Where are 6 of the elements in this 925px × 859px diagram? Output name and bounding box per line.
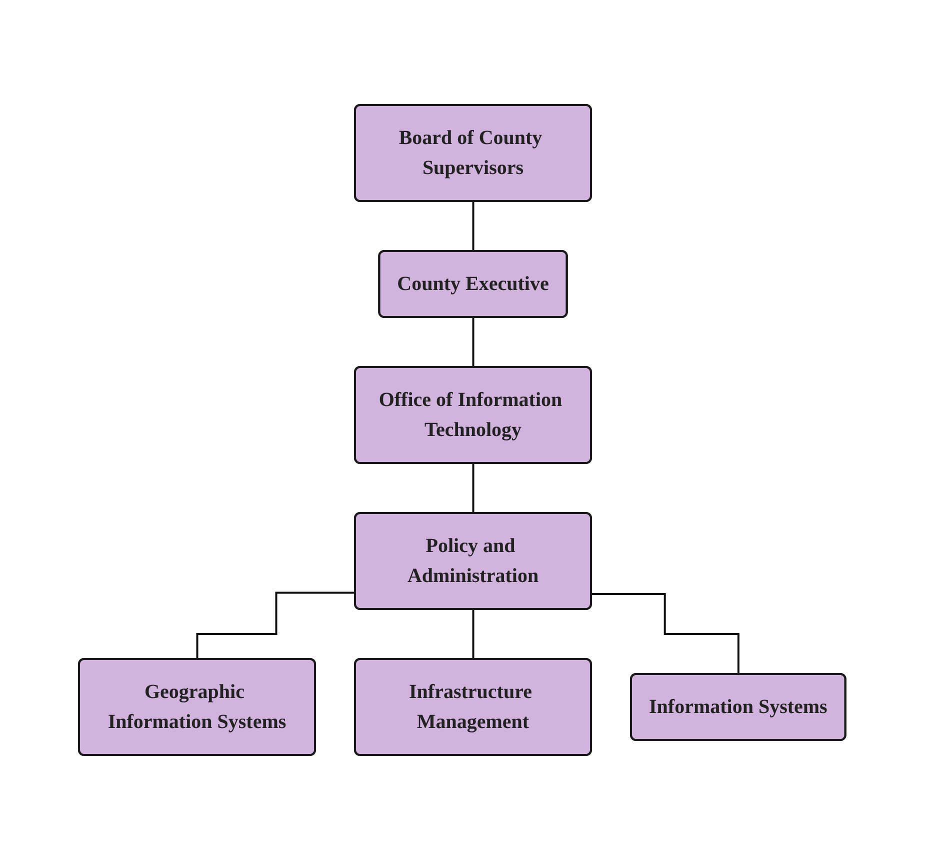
connector	[592, 592, 740, 675]
connector	[472, 608, 475, 660]
connector	[472, 316, 475, 368]
connector	[196, 591, 356, 660]
connector	[472, 462, 475, 514]
connector	[472, 200, 475, 252]
